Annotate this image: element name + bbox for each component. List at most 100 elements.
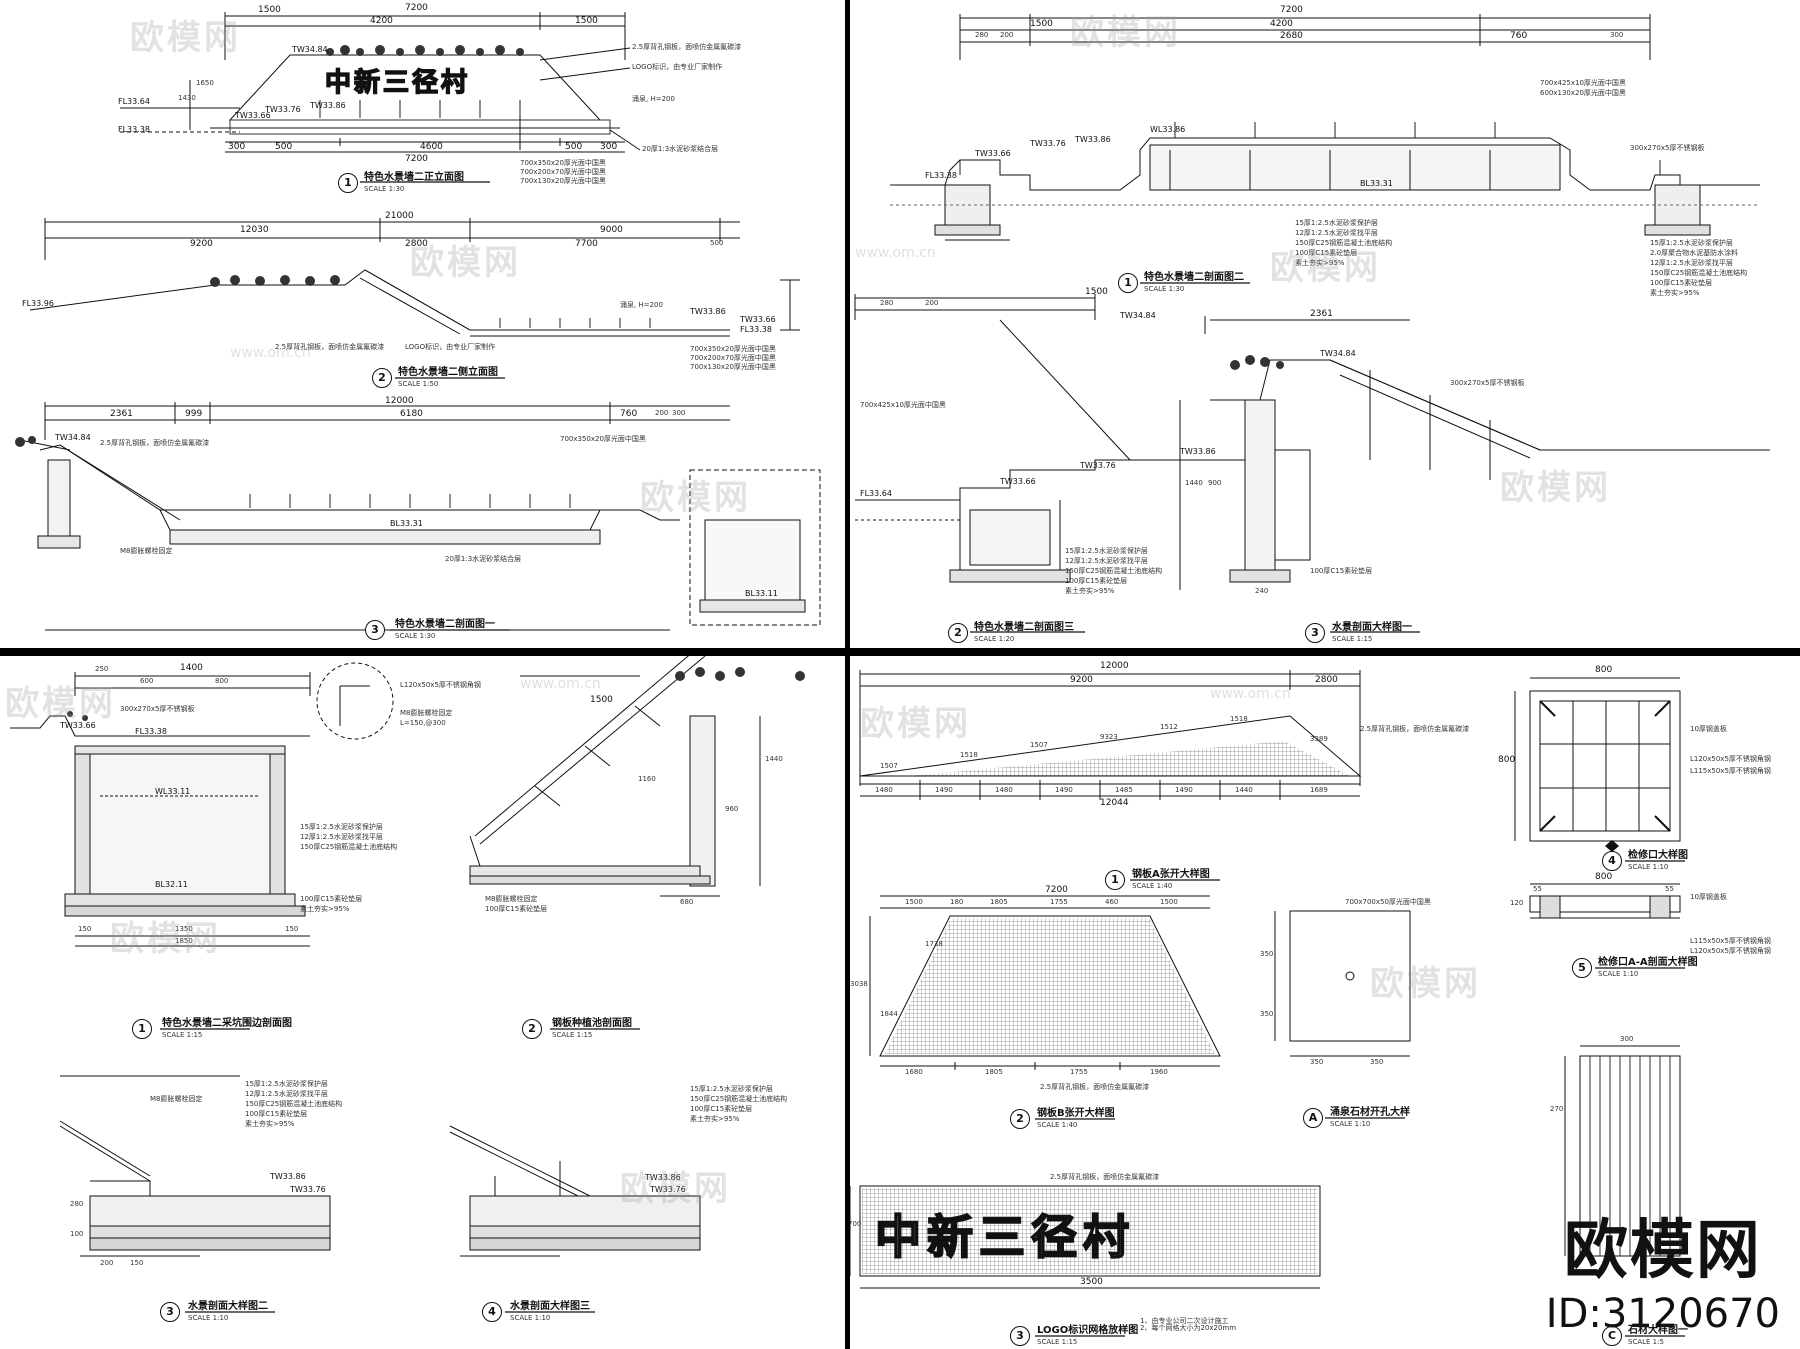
drawing-number: 2 <box>1010 1109 1030 1129</box>
drawing-title: 特色水景墙二侧立面图 <box>398 367 498 378</box>
insp-dim-side: 800 <box>1498 755 1516 765</box>
dim-h: 150 <box>285 925 299 933</box>
dim2-a: 12030 <box>240 225 269 235</box>
dim3-a: 280 <box>70 1200 84 1208</box>
note2-4: 700x200x70厚光面中国黑 <box>690 354 776 362</box>
elev2-tw1: TW33.86 <box>690 307 726 316</box>
dim-bottom-2: 500 <box>275 142 293 152</box>
stone-note: 700x700x50厚光面中国黑 <box>1345 898 1431 906</box>
note-2: LOGO标识，由专业厂家制作 <box>632 63 723 71</box>
drawing-number: 2 <box>372 368 392 388</box>
insp-note-3: L115x50x5厚不锈钢角钢 <box>1690 767 1771 775</box>
elev-tw1: TW33.66 <box>235 111 271 120</box>
drawing-title: 涌泉石材开孔大样 <box>1330 1107 1410 1118</box>
dimB-side1: 3038 <box>850 980 868 988</box>
elev-2: TW33.66 <box>975 149 1011 158</box>
elev2-a: TW34.84 <box>1120 311 1156 320</box>
drawing-title: 钢板种植池剖面图 <box>552 1018 632 1029</box>
insp2-note-1: 10厚钢盖板 <box>1690 893 1727 901</box>
elev2-tw2: TW33.66 <box>740 315 776 324</box>
dim3-e: 200 <box>655 409 669 417</box>
dim-b: 1400 <box>180 663 203 673</box>
sheet-elevations: 1500 7200 4200 1500 TW34.84 中新三径村 FL33.6… <box>0 0 845 648</box>
dim-top-1: 1500 <box>258 5 281 15</box>
logo-dim-h: 700 <box>850 1220 862 1228</box>
dim-top-mid: 4200 <box>370 16 393 26</box>
drawing-number: C <box>1602 1326 1622 1346</box>
elev-label: TW34.84 <box>292 45 328 54</box>
elev-a: TW33.66 <box>60 721 96 730</box>
note-i: 素土夯实>95% <box>300 905 350 913</box>
noteB: 2.5厚背孔钢板，面喷仿金属氟碳漆 <box>1040 1083 1150 1091</box>
note4-a: 15厚1:2.5水泥砂浆保护层 <box>690 1085 773 1093</box>
drawing-scale: SCALE 1:10 <box>1330 1120 1371 1128</box>
drawing-scale: SCALE 1:30 <box>364 185 405 193</box>
dim3-c: 200 <box>100 1259 114 1267</box>
dim3-a: 2361 <box>110 409 133 419</box>
dim-side-2: 1650 <box>196 79 214 87</box>
drawing-number: 3 <box>1305 623 1325 643</box>
drawing-title: 石材大样图一 <box>1628 1325 1688 1336</box>
drawing-scale: SCALE 1:10 <box>188 1314 229 1322</box>
drawing-number: 3 <box>1010 1326 1030 1346</box>
elev3-b: TW33.76 <box>290 1185 326 1194</box>
sheet2-linework <box>854 14 1770 633</box>
drawing-number: A <box>1303 1108 1323 1128</box>
dim-g: 150 <box>78 925 92 933</box>
dim2-b: 280 <box>880 299 894 307</box>
note-l: 150厚C25钢筋混凝土池底结构 <box>1295 239 1393 247</box>
note-h: 100厚C15素砼垫层 <box>1650 279 1713 287</box>
logo-grid-text: 中新三径村 <box>874 1209 1135 1265</box>
drawing-scale: SCALE 1:10 <box>1598 970 1639 978</box>
drawing-title: LOGO标识网格放样图 <box>1037 1325 1139 1336</box>
dim-h: 300 <box>1610 31 1624 39</box>
note-k: 12厚1:2.5水泥砂浆找平层 <box>1295 229 1378 237</box>
stone-dim-3: 350 <box>1310 1058 1324 1066</box>
note-d: 15厚1:2.5水泥砂浆保护层 <box>1650 239 1733 247</box>
note2-a: M8膨胀螺栓固定 <box>485 895 538 903</box>
dim-bottom-5: 300 <box>600 142 618 152</box>
dim2-f: 500 <box>710 239 724 247</box>
dimA-a: 9200 <box>1070 675 1093 685</box>
drawing-number: 5 <box>1572 958 1592 978</box>
note-g: 150厚C25钢筋混凝土池底结构 <box>1650 269 1748 277</box>
note3-4: 20厚1:3水泥砂浆结合层 <box>445 555 522 563</box>
note2-b: 15厚1:2.5水泥砂浆保护层 <box>1065 547 1148 555</box>
dim2-c: 200 <box>925 299 939 307</box>
dimA-s6: 1518 <box>1230 715 1248 723</box>
dim-e: 760 <box>1510 31 1528 41</box>
sheet-sections: 7200 4200 1500 2680 760 280 200 300 TW33… <box>850 0 1800 648</box>
insp2-dim-side: 120 <box>1510 899 1524 907</box>
elev4-b: TW33.76 <box>650 1185 686 1194</box>
elev-1: TW33.86 <box>1075 135 1111 144</box>
drawing-scale: SCALE 1:15 <box>1037 1338 1078 1346</box>
dimB-c: 1805 <box>990 898 1008 906</box>
dimA-b2: 1490 <box>935 786 953 794</box>
elev-5: FL33.38 <box>925 171 957 180</box>
dim-a: 7200 <box>1280 5 1303 15</box>
elev-b: FL33.38 <box>135 727 167 736</box>
dim-b: 4200 <box>1270 19 1293 29</box>
dim2-c: 9200 <box>190 239 213 249</box>
note-e: 2.0厚聚合物水泥基防水涂料 <box>1650 249 1739 257</box>
dim-c: 1500 <box>1030 19 1053 29</box>
drawing-scale: SCALE 1:40 <box>1132 882 1173 890</box>
elev3-bl2: BL33.11 <box>745 589 778 598</box>
note3-3: 700x350x20厚光面中国黑 <box>560 435 646 443</box>
dim3-d: 150 <box>130 1259 144 1267</box>
logo-dim-w: 3500 <box>1080 1277 1103 1287</box>
drawing-scale: SCALE 1:30 <box>1144 285 1185 293</box>
drawing-number: 1 <box>132 1019 152 1039</box>
elev3-a: TW34.84 <box>1320 349 1356 358</box>
steel-b-pattern <box>885 918 1215 1054</box>
note-a: 700x425x10厚光面中国黑 <box>1540 79 1626 87</box>
note-j: 15厚1:2.5水泥砂浆保护层 <box>1295 219 1378 227</box>
note-f: 12厚1:2.5水泥砂浆找平层 <box>300 833 383 841</box>
sheet-details-b: 12000 9200 2800 1507 1518 1507 9323 1512… <box>850 656 1800 1349</box>
note3-2: M8膨胀螺栓固定 <box>120 547 173 555</box>
dim-a: 250 <box>95 665 109 673</box>
dim3-b: 100 <box>70 1230 84 1238</box>
dim3-total: 12000 <box>385 396 414 406</box>
logo-grid-pattern <box>862 1188 1318 1274</box>
note2-6: 涌泉, H=200 <box>620 301 663 309</box>
